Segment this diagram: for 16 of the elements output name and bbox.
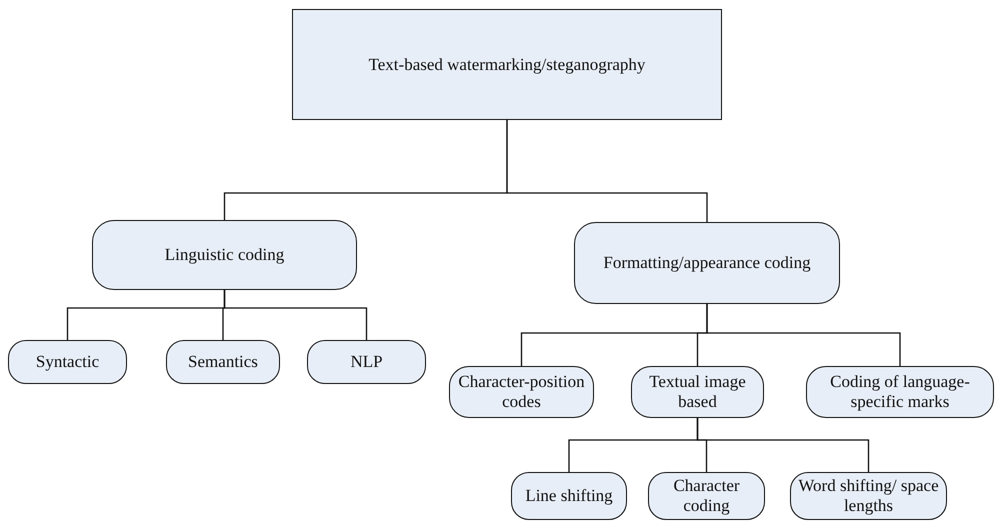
rounded-box: Character coding — [648, 472, 765, 520]
rounded-box: Character-position codes — [449, 366, 594, 418]
connector-line — [696, 418, 870, 472]
connector-line — [224, 290, 368, 340]
rounded-box: Linguistic coding — [92, 220, 357, 290]
rounded-box: Line shifting — [511, 472, 627, 520]
rounded-box: NLP — [307, 340, 426, 384]
rounded-box: Syntactic — [8, 340, 127, 384]
rounded-box: Word shifting/ space lengths — [790, 472, 947, 520]
process-box: Text-based watermarking/steganography — [292, 9, 722, 120]
connector-line — [706, 304, 901, 366]
rounded-box: Textual image based — [631, 366, 764, 418]
rounded-box: Semantics — [166, 340, 280, 384]
rounded-box: Coding of language-specific marks — [806, 366, 994, 418]
rounded-box: Formatting/appearance coding — [574, 222, 840, 304]
connector-line — [506, 120, 708, 222]
